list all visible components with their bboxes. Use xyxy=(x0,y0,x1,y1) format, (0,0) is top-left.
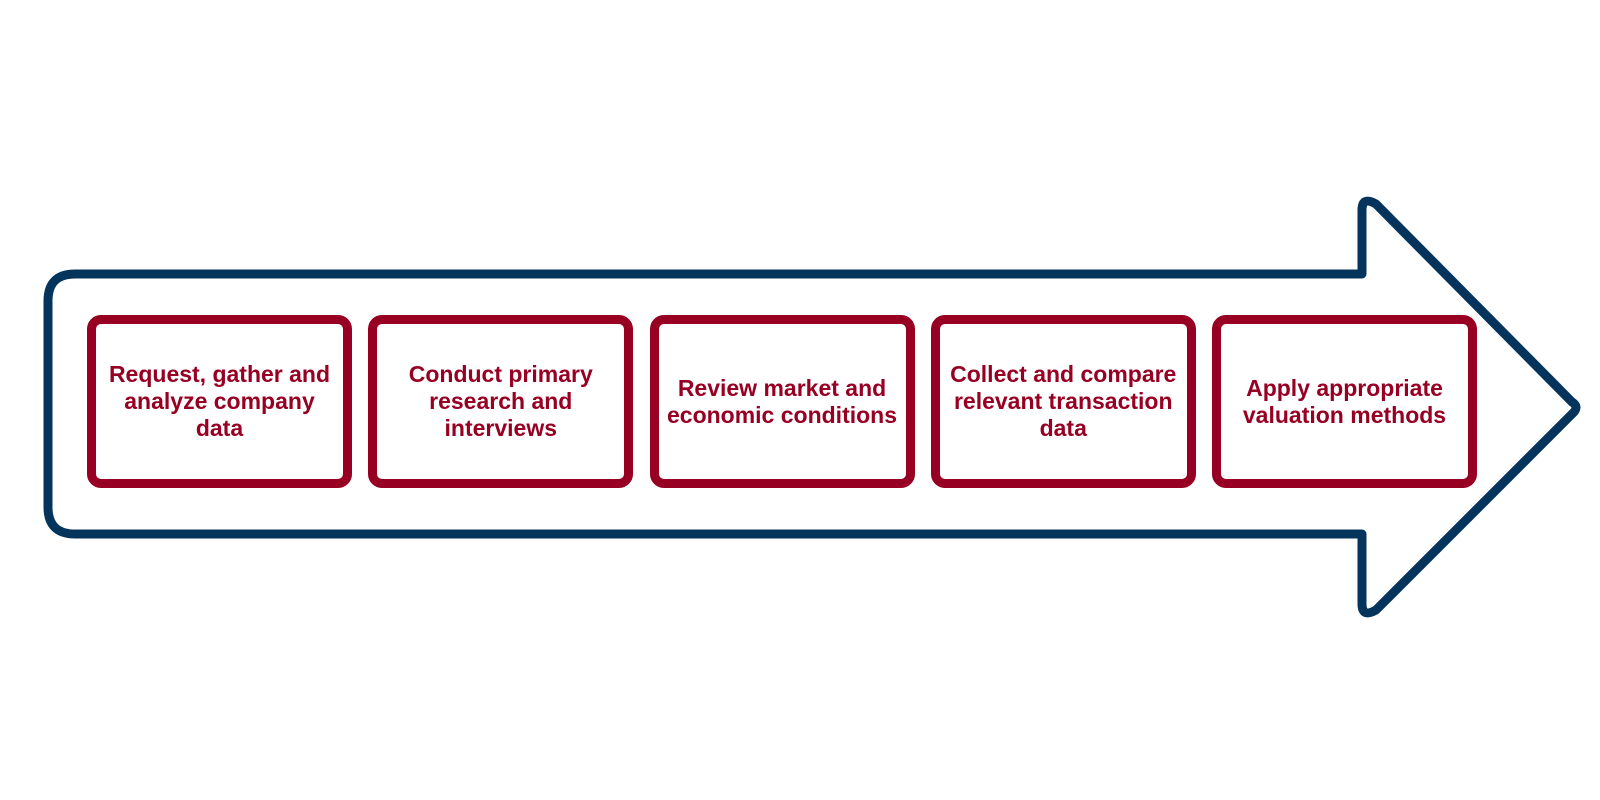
step-box-2: Conduct primary research and interviews xyxy=(368,315,634,488)
process-steps: Request, gather and analyze company data… xyxy=(87,315,1477,488)
step-box-1: Request, gather and analyze company data xyxy=(87,315,352,488)
step-label-2: Conduct primary research and interviews xyxy=(408,361,593,441)
step-box-4: Collect and compare relevant transaction… xyxy=(930,315,1196,488)
step-label-1: Request, gather and analyze company data xyxy=(108,361,331,441)
step-box-3: Review market and economic conditions xyxy=(649,315,915,488)
step-label-3: Review market and economic conditions xyxy=(666,374,898,428)
step-label-4: Collect and compare relevant transaction… xyxy=(950,361,1177,441)
step-box-5: Apply appropriate valuation methods xyxy=(1212,315,1477,488)
step-label-5: Apply appropriate valuation methods xyxy=(1242,374,1447,428)
